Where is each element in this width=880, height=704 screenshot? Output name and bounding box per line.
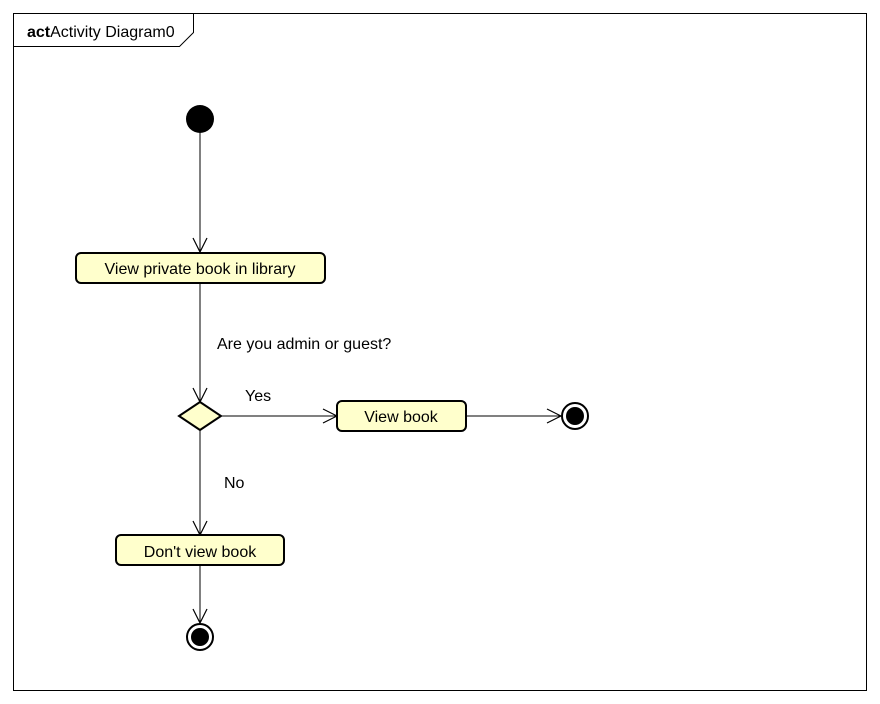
frame-tab: [13, 13, 194, 47]
final-node-dont-view[interactable]: [186, 623, 214, 651]
frame-title: actActivity Diagram0: [27, 24, 175, 41]
guard-question-label: Are you admin or guest?: [217, 336, 391, 353]
action-dont-view-book[interactable]: Don't view book: [115, 534, 285, 566]
action-view-private-book-label: View private book in library: [105, 261, 296, 278]
action-view-book[interactable]: View book: [336, 400, 467, 432]
initial-node[interactable]: [186, 105, 214, 133]
action-dont-view-book-label: Don't view book: [144, 544, 257, 561]
decision-node[interactable]: [177, 400, 223, 432]
action-view-book-label: View book: [364, 409, 439, 426]
final-node-view-book[interactable]: [561, 402, 589, 430]
guard-no-label: No: [224, 475, 245, 492]
frame-name: Activity Diagram0: [50, 24, 175, 41]
diagram-frame: [13, 13, 867, 691]
frame-keyword: act: [27, 24, 51, 41]
action-view-private-book[interactable]: View private book in library: [75, 252, 326, 284]
guard-yes-label: Yes: [245, 388, 271, 405]
